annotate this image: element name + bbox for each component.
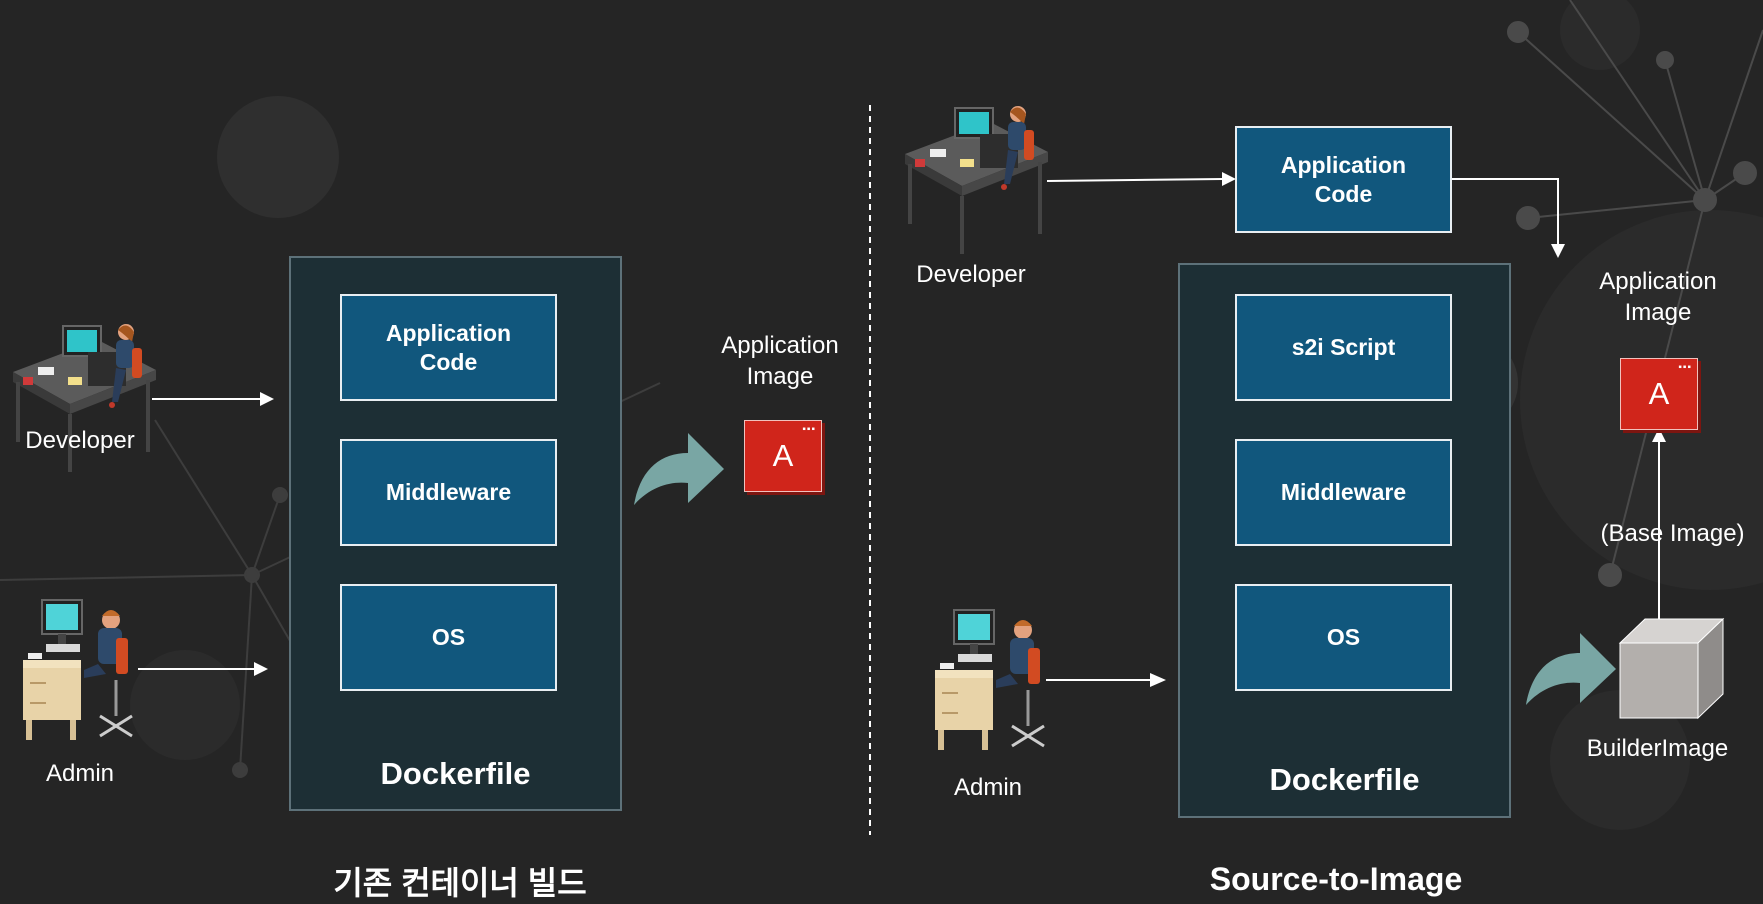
- left-application-image-icon: ▪▪▪ A: [744, 420, 822, 492]
- left-layer-application-code: Application Code: [340, 294, 557, 401]
- admin-icon: [23, 599, 133, 740]
- builder-image-label: BuilderImage: [1586, 735, 1729, 762]
- left-curved-arrow-icon: [634, 433, 724, 505]
- left-admin-label: Admin: [45, 760, 115, 787]
- right-curved-arrow-icon: [1526, 633, 1616, 705]
- left-developer-label: Developer: [25, 427, 135, 454]
- arrow-admin-to-dockerfile: [138, 662, 268, 676]
- arrow-developer-to-app-code: [1046, 172, 1236, 186]
- left-layer-middleware: Middleware: [340, 439, 557, 546]
- left-layer-os: OS: [340, 584, 557, 691]
- arrow-admin-to-dockerfile: [1046, 673, 1166, 687]
- right-admin-label: Admin: [953, 774, 1023, 801]
- right-application-code-box: Application Code: [1235, 126, 1452, 233]
- builder-image-cube-icon: [1618, 617, 1725, 720]
- arrow-developer-to-dockerfile: [152, 392, 274, 406]
- admin-icon: [935, 609, 1045, 750]
- section-divider: [869, 105, 871, 835]
- left-dockerfile-title: Dockerfile: [380, 756, 531, 791]
- right-layer-os: OS: [1235, 584, 1452, 691]
- right-section-title: Source-to-Image: [1209, 861, 1463, 897]
- developer-icon: [905, 106, 1048, 254]
- right-application-image-icon: ▪▪▪ A: [1620, 358, 1698, 430]
- left-application-image-letter: A: [772, 438, 794, 473]
- left-application-image-label: Application Image: [721, 332, 839, 390]
- arrow-app-code-to-app-image: [1452, 178, 1565, 258]
- right-layer-s2i-script: s2i Script: [1235, 294, 1452, 401]
- right-dockerfile-title: Dockerfile: [1269, 762, 1420, 797]
- developer-icon: [13, 324, 156, 472]
- base-image-label: (Base Image): [1600, 520, 1745, 547]
- right-layer-middleware: Middleware: [1235, 439, 1452, 546]
- arrow-builder-to-app-image: [1652, 428, 1666, 628]
- right-application-image-label: Application Image: [1599, 268, 1717, 326]
- left-section-title: 기존 컨테이너 빌드: [333, 865, 587, 901]
- right-application-image-letter: A: [1648, 376, 1670, 411]
- right-developer-label: Developer: [916, 261, 1026, 288]
